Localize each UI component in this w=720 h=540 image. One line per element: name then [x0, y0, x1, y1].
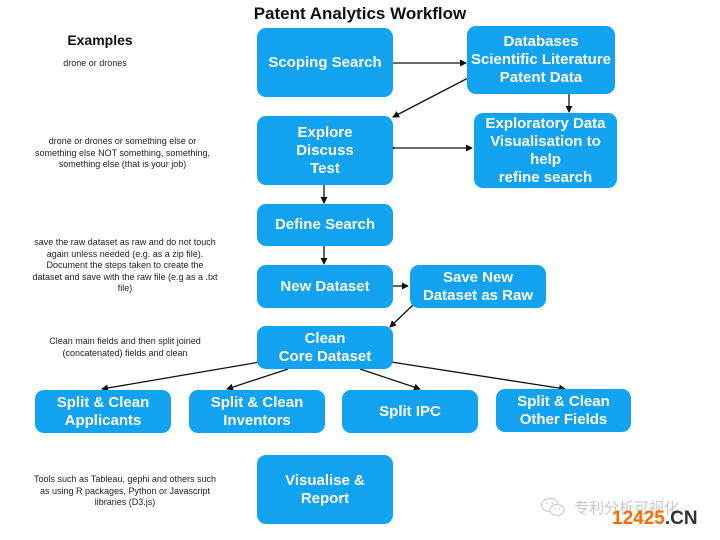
note-explore-example: drone or drones or something else or som…: [35, 136, 210, 169]
box-save-raw-dataset[interactable]: Save New Dataset as Raw: [410, 265, 546, 308]
box-scoping-search[interactable]: Scoping Search: [257, 28, 393, 97]
box-new-dataset[interactable]: New Dataset: [257, 265, 393, 308]
arrow-clean-to-other: [390, 361, 566, 392]
box-split-clean-applicants[interactable]: Split & Clean Applicants: [35, 390, 171, 433]
arrow-clean-to-ipc: [359, 368, 421, 391]
arrow-clean-to-applicants: [101, 361, 261, 392]
box-split-clean-other-fields[interactable]: Split & Clean Other Fields: [496, 389, 631, 432]
watermark-site-suffix: .CN: [664, 508, 698, 529]
arrow-databases-to-explore: [392, 77, 469, 118]
arrow-clean-to-inventors: [226, 368, 289, 391]
box-split-clean-inventors[interactable]: Split & Clean Inventors: [189, 390, 325, 433]
watermark-site-number: 12425: [612, 508, 665, 529]
note-raw-dataset-example: save the raw dataset as raw and do not t…: [32, 237, 218, 293]
watermark-text: 专利分析可视化: [574, 500, 680, 517]
diagram-title: Patent Analytics Workflow: [253, 4, 467, 23]
examples-heading: Examples: [67, 32, 133, 48]
note-clean-example: Clean main fields and then split joined …: [49, 336, 201, 358]
box-split-ipc[interactable]: Split IPC: [342, 390, 478, 433]
box-databases[interactable]: Databases Scientific Literature Patent D…: [467, 26, 615, 94]
wechat-icon: [540, 497, 565, 517]
box-visualise-report[interactable]: Visualise & Report: [257, 455, 393, 524]
box-define-search[interactable]: Define Search: [257, 204, 393, 246]
note-visualise-example: Tools such as Tableau, gephi and others …: [34, 474, 216, 507]
arrow-save-raw-to-clean: [389, 303, 415, 328]
watermark-site: 12425.CN: [612, 508, 698, 530]
box-explore-discuss-test[interactable]: Explore Discuss Test: [257, 116, 393, 185]
note-scoping-example: drone or drones: [63, 58, 127, 68]
box-clean-core-dataset[interactable]: Clean Core Dataset: [257, 326, 393, 369]
box-exploratory-visualisation[interactable]: Exploratory Data Visualisation to help r…: [474, 113, 617, 188]
